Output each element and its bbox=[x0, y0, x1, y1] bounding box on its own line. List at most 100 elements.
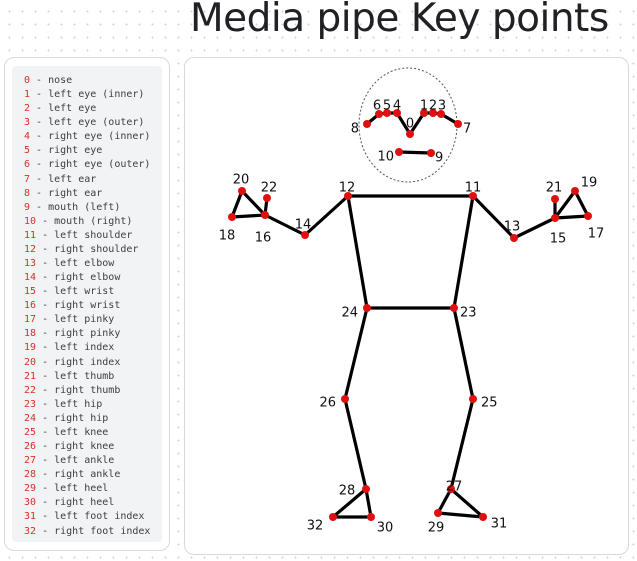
keypoint-7 bbox=[454, 120, 462, 128]
keypoint-20 bbox=[238, 187, 246, 195]
keypoint-14 bbox=[301, 231, 309, 239]
legend-item-separator: - bbox=[30, 131, 49, 143]
legend-item-separator: - bbox=[36, 229, 55, 241]
legend-item-name: left knee bbox=[54, 426, 109, 438]
keypoint-4 bbox=[393, 109, 401, 117]
legend-item: 23 - left hip bbox=[24, 398, 162, 412]
bone-16-20 bbox=[240, 189, 267, 217]
keypoint-label-19: 19 bbox=[581, 176, 598, 191]
legend-item-index: 31 bbox=[24, 511, 37, 523]
keypoint-9 bbox=[427, 149, 435, 157]
legend-item-index: 1 bbox=[24, 89, 31, 101]
legend-item-index: 15 bbox=[24, 286, 37, 298]
legend-item-index: 2 bbox=[24, 103, 31, 115]
bone-26-28 bbox=[343, 397, 368, 491]
keypoint-label-12: 12 bbox=[339, 181, 356, 196]
legend-item-index: 25 bbox=[24, 426, 37, 438]
keypoint-label-5: 5 bbox=[383, 99, 391, 114]
legend-item-name: right eye bbox=[48, 145, 103, 157]
legend-item-index: 13 bbox=[24, 258, 37, 270]
legend-item-index: 30 bbox=[24, 497, 37, 509]
legend-item-separator: - bbox=[36, 384, 55, 396]
keypoint-26 bbox=[341, 395, 349, 403]
legend-item: 7 - left ear bbox=[24, 173, 162, 187]
keypoint-label-2: 2 bbox=[429, 99, 437, 114]
keypoint-label-17: 17 bbox=[588, 227, 605, 242]
bone-11-23 bbox=[452, 194, 475, 310]
keypoint-label-15: 15 bbox=[550, 232, 567, 247]
legend-item: 15 - left wrist bbox=[24, 285, 162, 299]
skeleton-bones bbox=[230, 111, 590, 519]
page-title: Media pipe Key points bbox=[190, 0, 609, 41]
legend-item: 10 - mouth (right) bbox=[24, 215, 162, 229]
legend-item-name: left eye (inner) bbox=[48, 89, 145, 101]
legend-item: 25 - left knee bbox=[24, 426, 162, 440]
legend-item-separator: - bbox=[36, 342, 55, 354]
legend-item-index: 4 bbox=[24, 131, 31, 143]
legend-item: 32 - right foot index bbox=[24, 525, 162, 539]
legend-item: 27 - left ankle bbox=[24, 454, 162, 468]
legend-item-separator: - bbox=[30, 159, 49, 171]
legend-item-index: 12 bbox=[24, 243, 37, 255]
legend-item-name: left index bbox=[54, 342, 115, 354]
legend-item: 1 - left eye (inner) bbox=[24, 88, 162, 102]
bone-25-27 bbox=[449, 397, 475, 491]
keypoint-label-10: 10 bbox=[377, 150, 394, 165]
legend-item-separator: - bbox=[36, 258, 55, 270]
legend-item-separator: - bbox=[36, 412, 55, 424]
legend-item: 0 - nose bbox=[24, 74, 162, 88]
legend-item-name: right eye (outer) bbox=[48, 159, 151, 171]
legend-item: 6 - right eye (outer) bbox=[24, 158, 162, 172]
legend-item-name: right shoulder bbox=[54, 243, 139, 255]
bone-17-19 bbox=[573, 189, 590, 218]
legend-item-name: right pinky bbox=[54, 328, 121, 340]
legend-item-name: left ankle bbox=[54, 455, 115, 467]
bone-18-20 bbox=[230, 189, 244, 219]
legend-item: 3 - left eye (outer) bbox=[24, 116, 162, 130]
keypoint-label-24: 24 bbox=[341, 306, 358, 321]
keypoint-32 bbox=[329, 513, 337, 521]
keypoint-label-25: 25 bbox=[481, 396, 498, 411]
keypoint-label-4: 4 bbox=[393, 99, 401, 114]
legend-item-separator: - bbox=[36, 314, 55, 326]
legend-item-name: left elbow bbox=[54, 258, 115, 270]
bone-28-32 bbox=[331, 487, 368, 519]
bone-15-19 bbox=[553, 189, 577, 220]
legend-item-separator: - bbox=[36, 370, 55, 382]
legend-item-separator: - bbox=[36, 497, 55, 509]
bone-28-30 bbox=[364, 487, 373, 519]
legend-item-index: 23 bbox=[24, 398, 37, 410]
keypoint-27 bbox=[447, 485, 455, 493]
legend-item-name: left hip bbox=[54, 398, 103, 410]
legend-item-name: left pinky bbox=[54, 314, 115, 326]
bone-15-17 bbox=[553, 214, 590, 220]
legend-item-index: 8 bbox=[24, 187, 31, 199]
legend-item-name: left ear bbox=[48, 173, 97, 185]
legend-item-separator: - bbox=[36, 300, 55, 312]
legend-item: 2 - left eye bbox=[24, 102, 162, 116]
legend-item-separator: - bbox=[30, 173, 49, 185]
legend-item-name: left heel bbox=[54, 483, 109, 495]
legend-item-name: right eye (inner) bbox=[48, 131, 151, 143]
keypoint-label-6: 6 bbox=[373, 99, 381, 114]
legend-item-name: left shoulder bbox=[54, 229, 133, 241]
legend-item-name: right elbow bbox=[54, 272, 121, 284]
keypoint-label-14: 14 bbox=[295, 218, 312, 233]
legend-item-separator: - bbox=[30, 187, 49, 199]
keypoint-3 bbox=[437, 110, 445, 118]
legend-item-index: 29 bbox=[24, 483, 37, 495]
bone-14-16 bbox=[263, 213, 307, 237]
legend-item-name: left eye bbox=[48, 103, 97, 115]
legend-item-name: right hip bbox=[54, 412, 109, 424]
keypoint-16 bbox=[261, 211, 269, 219]
legend-item-separator: - bbox=[30, 75, 49, 86]
legend-item-separator: - bbox=[36, 511, 55, 523]
keypoint-0 bbox=[406, 130, 414, 138]
legend-item: 8 - right ear bbox=[24, 187, 162, 201]
keypoint-label-21: 21 bbox=[546, 181, 563, 196]
legend-item: 30 - right heel bbox=[24, 496, 162, 510]
legend-item: 5 - right eye bbox=[24, 144, 162, 158]
bone-12-14 bbox=[303, 194, 350, 237]
